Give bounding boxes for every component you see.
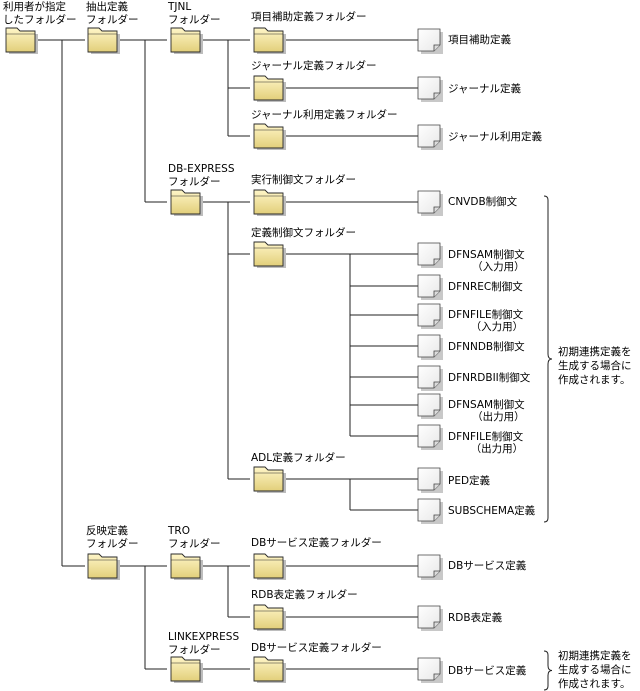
folder-icon [253,27,284,53]
folder-label-reflect-def: 反映定義 フォルダー [86,525,139,550]
file-label-dfnsam-out: DFNSAM制御文 （出力用） [448,399,525,423]
folder-icon [253,123,284,149]
folder-icon [253,466,284,492]
folder-icon [5,27,36,53]
folder-icon [87,553,118,579]
folder-icon [253,604,284,630]
folder-label-db-service-def-1: DBサービス定義フォルダー [251,537,382,549]
file-label-item-aux: 項目補助定義 [448,34,511,46]
file-label-subschema: SUBSCHEMA定義 [448,505,536,517]
folder-icon [170,656,201,682]
note-initial-linkage-1: 初期連携定義を 生成する場合に 作成されます。 [558,346,632,386]
folder-icon [253,656,284,682]
folder-icon [87,27,118,53]
file-label-dfnndb: DFNNDB制御文 [448,341,525,353]
folder-label-linkexpress: LINKEXPRESS フォルダー [168,631,240,656]
folder-label-exec-ctrl: 実行制御文フォルダー [251,174,356,186]
right-brace [543,195,553,523]
folder-label-db-service-def-2: DBサービス定義フォルダー [251,642,382,654]
folder-icon [253,241,284,267]
folder-icon [253,553,284,579]
folder-label-db-express: DB-EXPRESS フォルダー [168,163,235,188]
folder-label-user: 利用者が指定 したフォルダー [3,1,77,26]
folder-label-adl-def: ADL定義フォルダー [251,452,346,464]
file-label-rdb-table: RDB表定義 [448,612,503,624]
file-label-dfnrdbii: DFNRDBII制御文 [448,372,531,384]
folder-label-rdb-table-def: RDB表定義フォルダー [251,589,358,601]
file-label-dfnfile-out: DFNFILE制御文 （出力用） [448,431,524,455]
file-label-db-service-2: DBサービス定義 [448,665,527,677]
folder-icon [253,75,284,101]
file-label-dfnsam-in: DFNSAM制御文 （入力用） [448,249,525,273]
folder-icon [253,189,284,215]
right-brace [543,650,553,691]
folder-icon [170,553,201,579]
folder-label-item-aux-def: 項目補助定義フォルダー [251,11,367,23]
folder-label-def-ctrl: 定義制御文フォルダー [251,227,356,239]
note-initial-linkage-2: 初期連携定義を 生成する場合に 作成されます。 [558,650,632,690]
file-label-ped: PED定義 [448,475,491,487]
file-label-dfnrec: DFNREC制御文 [448,281,523,293]
folder-label-tro: TRO フォルダー [168,525,221,550]
file-label-journal: ジャーナル定義 [448,83,521,95]
folder-icon [170,189,201,215]
file-label-dfnfile-in: DFNFILE制御文 （入力用） [448,309,524,333]
folder-label-journal-def: ジャーナル定義フォルダー [251,60,377,72]
folder-icon [170,27,201,53]
folder-label-journal-use-def: ジャーナル利用定義フォルダー [251,109,398,121]
folder-label-extract-def: 抽出定義 フォルダー [86,1,139,26]
folder-label-tjnl: TJNL フォルダー [168,1,221,26]
file-label-journal-use: ジャーナル利用定義 [448,131,542,143]
file-label-db-service-1: DBサービス定義 [448,560,527,572]
file-label-cnvdb: CNVDB制御文 [448,196,518,208]
